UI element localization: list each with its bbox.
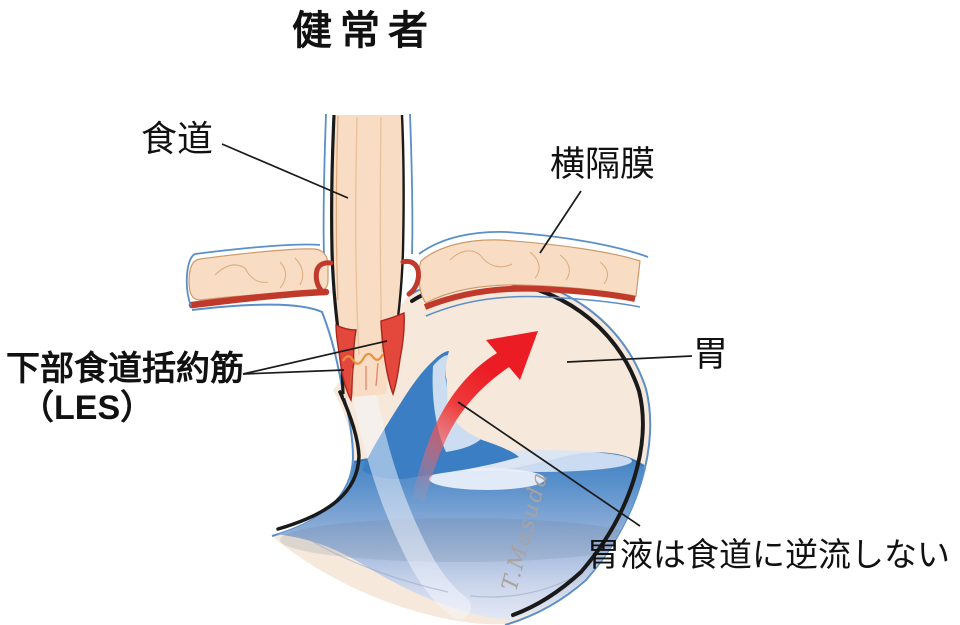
- esophagus-blue-line-left: [322, 113, 327, 257]
- stomach-wall-left: [276, 390, 361, 531]
- crus-ring-left: [313, 260, 334, 295]
- label-les-line1: 下部食道括約筋: [6, 350, 244, 388]
- mucosa-streaks: [349, 362, 379, 390]
- juice-shadow-band: [280, 518, 640, 562]
- esophagus-striation-1: [354, 116, 360, 356]
- leader-lines: [221, 143, 693, 527]
- label-caption: 胃液は食道に逆流しない: [587, 536, 950, 573]
- diaphragm-left-veins: [214, 257, 304, 289]
- diaphragm-right-red-layer: [423, 285, 636, 310]
- les-muscle-right: [380, 311, 405, 397]
- page-title: 健常者: [292, 9, 436, 53]
- leader-stomach: [566, 355, 693, 363]
- les-muscles: [335, 311, 405, 403]
- leader-caption: [457, 401, 641, 527]
- label-diaphragm: 横隔膜: [550, 145, 656, 184]
- leader-les-upper: [242, 340, 388, 375]
- diaphragm-right: [418, 231, 649, 317]
- diaphragm-right-blue-line-top: [418, 231, 649, 258]
- diaphragm-left: [185, 243, 330, 309]
- leader-les-lower: [242, 369, 345, 375]
- leader-diaphragm: [539, 190, 582, 254]
- z-line-wavy: [342, 352, 384, 365]
- label-esophagus: 食道: [141, 118, 214, 159]
- label-stomach: 胃: [693, 335, 729, 374]
- esophagus-inner-tan-line: [335, 115, 339, 301]
- leader-esophagus: [221, 143, 349, 199]
- juice-pool: [274, 453, 644, 620]
- diaphragm-left-red-layer: [188, 288, 330, 309]
- label-les-line2: （LES）: [20, 389, 155, 428]
- diaphragm-right-blue-line-bottom: [425, 295, 641, 317]
- diaphragm-left-blue-line: [185, 243, 321, 307]
- upward-pressure-arrow: [412, 331, 538, 502]
- juice-highlight-2: [429, 468, 545, 490]
- label-les: 下部食道括約筋 （LES）: [6, 350, 244, 428]
- diaphragm-crus-ring: [313, 258, 421, 297]
- crus-ring-right: [400, 258, 421, 297]
- diaphragm-right-veins: [449, 250, 608, 285]
- esophagus-blue-line-right: [409, 113, 414, 255]
- swallow-stream: [354, 390, 471, 619]
- juice-wrinkle-1: [299, 533, 449, 593]
